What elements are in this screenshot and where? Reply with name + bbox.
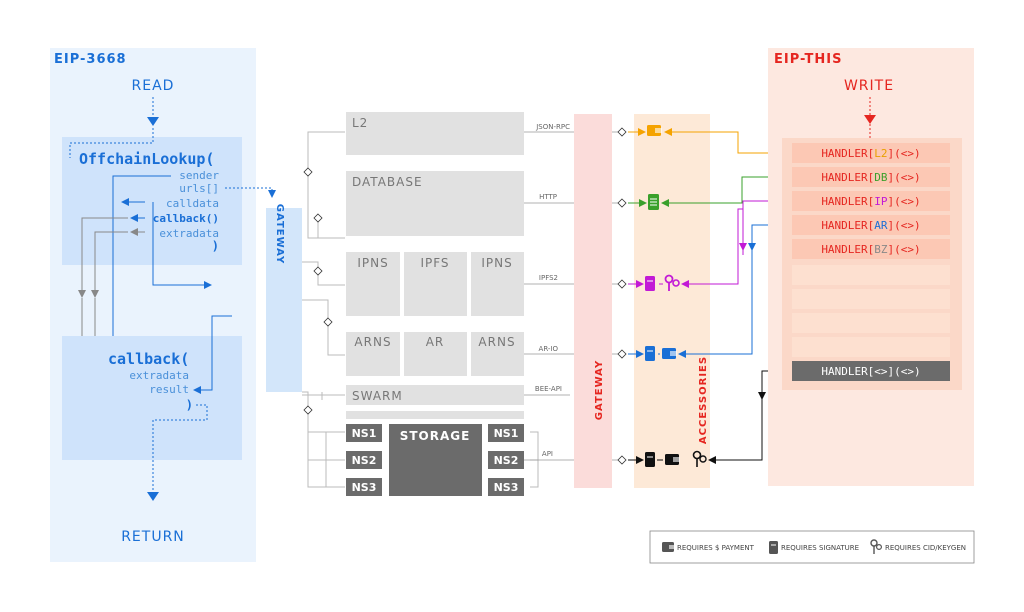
swarm-label: SWARM bbox=[352, 389, 403, 403]
legend-cid: REQUIRES CID/KEYGEN bbox=[885, 544, 966, 552]
empty-handler-slot bbox=[792, 289, 950, 309]
param-urls: urls[] bbox=[179, 182, 219, 195]
handler-box-l2 bbox=[792, 143, 950, 163]
generic-handler-box bbox=[792, 361, 950, 381]
ipns-box-2 bbox=[471, 252, 524, 316]
eip-this-title: EIP-THIS bbox=[774, 52, 842, 67]
ns1-label-left: NS1 bbox=[352, 427, 377, 440]
ipfs-label: IPFS bbox=[420, 256, 449, 270]
right-gateway-bar bbox=[574, 114, 612, 488]
legend-box bbox=[649, 530, 975, 564]
legend-signature: REQUIRES SIGNATURE bbox=[781, 544, 859, 552]
empty-handler-slot bbox=[792, 337, 950, 357]
empty-handler-slot bbox=[792, 313, 950, 333]
ns3-label-left: NS3 bbox=[352, 481, 377, 494]
handler-label-ip: HANDLER[IP](<>) bbox=[821, 195, 920, 208]
right-gateway-label: GATEWAY bbox=[594, 360, 605, 420]
ns1-box-left bbox=[346, 424, 382, 442]
ar-box bbox=[404, 332, 467, 376]
param-callback: callback() bbox=[153, 212, 219, 225]
ns2-label-left: NS2 bbox=[352, 454, 377, 467]
storage-box bbox=[389, 424, 482, 496]
read-label: READ bbox=[132, 78, 175, 94]
wallet-icon bbox=[662, 542, 675, 552]
handler-label-db: HANDLER[DB](<>) bbox=[821, 171, 920, 184]
wallet-icon bbox=[665, 454, 680, 465]
l2-box bbox=[346, 112, 524, 155]
protocol-bee-api: BEE-API bbox=[535, 385, 562, 393]
arns-box-1 bbox=[346, 332, 400, 376]
generic-handler-label: HANDLER[<>](<>) bbox=[821, 365, 920, 378]
arns-label-2: ARNS bbox=[478, 335, 515, 349]
handler-list: HANDLER[L2](<>) HANDLER[DB](<>) HANDLER[IP… bbox=[792, 143, 950, 259]
ipfs-box bbox=[404, 252, 467, 316]
signature-icon bbox=[769, 541, 778, 554]
database-label: DATABASE bbox=[352, 175, 423, 189]
wallet-icon bbox=[647, 125, 662, 136]
write-label: WRITE bbox=[844, 78, 894, 94]
swarm-box bbox=[346, 385, 524, 405]
storage-label: STORAGE bbox=[400, 429, 471, 443]
param-calldata: calldata bbox=[166, 197, 219, 210]
wallet-icon bbox=[662, 348, 677, 359]
offchain-lookup-label: OffchainLookup( bbox=[79, 150, 214, 168]
left-gateway-bar bbox=[266, 208, 302, 392]
protocol-api: API bbox=[542, 450, 553, 458]
handler-box-ip bbox=[792, 191, 950, 211]
eip-3668-title: EIP-3668 bbox=[54, 52, 127, 67]
ns3-box-left bbox=[346, 478, 382, 496]
ns2-box-left bbox=[346, 451, 382, 469]
ipns-box-1 bbox=[346, 252, 400, 316]
callback-label: callback( bbox=[108, 350, 189, 368]
empty-handler-slot bbox=[792, 265, 950, 285]
ns2-label-right: NS2 bbox=[494, 454, 519, 467]
accessories-label: ACCESSORIES bbox=[698, 356, 709, 444]
ar-label: AR bbox=[426, 335, 445, 349]
handler-label-ar: HANDLER[AR](<>) bbox=[821, 219, 920, 232]
handler-label-l2: HANDLER[L2](<>) bbox=[821, 147, 920, 160]
handler-box-ar bbox=[792, 215, 950, 235]
handler-box-db bbox=[792, 167, 950, 187]
left-gateway-label: GATEWAY bbox=[274, 204, 285, 264]
cb-param-result: result bbox=[149, 383, 189, 396]
signature-icon bbox=[645, 346, 655, 361]
protocol-json-rpc: JSON-RPC bbox=[535, 123, 570, 131]
ns1-label-right: NS1 bbox=[494, 427, 519, 440]
handler-label-bz: HANDLER[BZ](<>) bbox=[821, 243, 920, 256]
ipns-label-1: IPNS bbox=[357, 256, 388, 270]
arns-box-2 bbox=[471, 332, 524, 376]
handler-box-bz bbox=[792, 239, 950, 259]
ns2-box-right bbox=[488, 451, 524, 469]
key-icon bbox=[692, 450, 707, 467]
cb-param-extradata: extradata bbox=[129, 369, 189, 382]
protocol-http: HTTP bbox=[539, 193, 557, 201]
ns3-box-right bbox=[488, 478, 524, 496]
param-close: ) bbox=[212, 239, 219, 253]
arns-label-1: ARNS bbox=[354, 335, 391, 349]
storage-strip bbox=[346, 411, 524, 419]
ipns-label-2: IPNS bbox=[481, 256, 512, 270]
param-sender: sender bbox=[179, 169, 219, 182]
l2-label: L2 bbox=[352, 116, 368, 130]
key-icon bbox=[664, 274, 680, 291]
ns1-box-right bbox=[488, 424, 524, 442]
signature-icon bbox=[645, 276, 655, 291]
cb-param-close: ) bbox=[186, 398, 193, 412]
protocol-ipfs2: IPFS2 bbox=[539, 274, 558, 282]
signature-icon bbox=[645, 452, 655, 467]
protocol-ar-io: AR-IO bbox=[539, 345, 559, 353]
key-icon bbox=[870, 539, 882, 554]
database-box bbox=[346, 171, 524, 236]
signature-icon bbox=[648, 194, 659, 210]
return-label: RETURN bbox=[121, 529, 185, 545]
accessories-bar bbox=[634, 114, 710, 488]
param-extradata: extradata bbox=[159, 227, 219, 240]
offchain-lookup-block bbox=[62, 137, 242, 265]
ns3-label-right: NS3 bbox=[494, 481, 519, 494]
legend-payment: REQUIRES $ PAYMENT bbox=[677, 544, 755, 552]
